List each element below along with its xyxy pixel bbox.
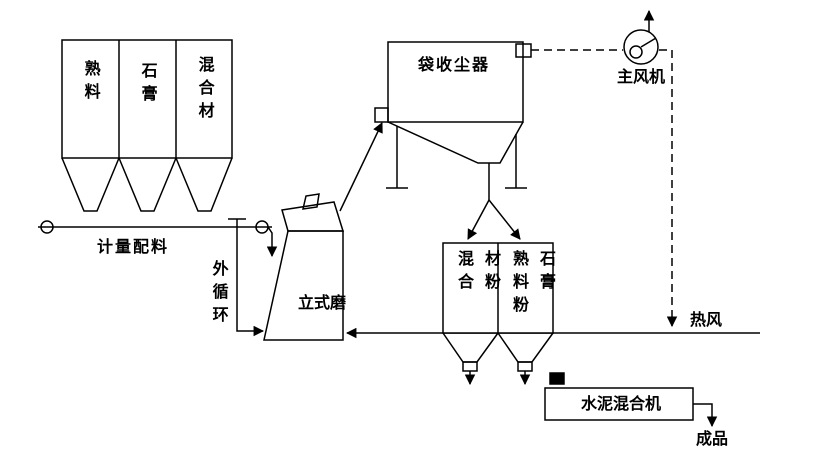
dust-collector-shape [386, 42, 531, 188]
mixer-label: 水泥混合机 [581, 394, 662, 413]
hot-air-label: 热风 [690, 310, 723, 329]
mill-to-collector-arrow [340, 108, 388, 211]
bin-label-clinker-gypsum-powder: 熟料粉 石膏 [507, 250, 558, 319]
external-circulation-line [228, 219, 265, 337]
silos-shape [62, 40, 232, 211]
silo-label-mixed-material: 混合材 [195, 56, 215, 125]
product-label: 成品 [696, 429, 729, 448]
mixer-shape [545, 373, 718, 428]
mill-label: 立式磨 [298, 293, 347, 312]
bin1-label-col2: 材粉 [482, 250, 501, 296]
mill-feed-arrow [266, 227, 278, 258]
bin-label-mixed-material-powder: 混合 材粉 [452, 250, 503, 296]
bin2-label-col2: 石膏 [537, 250, 556, 296]
fan-label: 主风机 [617, 67, 666, 86]
silo-label-gypsum: 石膏 [138, 62, 158, 108]
collector-discharge-arrows [468, 163, 521, 240]
mill-shape [264, 194, 343, 340]
bin2-label-col1: 熟料粉 [510, 250, 529, 319]
fan-shape [531, 9, 678, 328]
external-circulation-label: 外循环 [209, 260, 229, 329]
powder-bins-shape [443, 243, 553, 386]
dust-collector-label: 袋收尘器 [418, 55, 491, 74]
silo-label-clinker: 熟料 [81, 60, 101, 106]
conveyor-label: 计量配料 [97, 237, 170, 256]
bin1-label-col1: 混合 [455, 250, 474, 296]
